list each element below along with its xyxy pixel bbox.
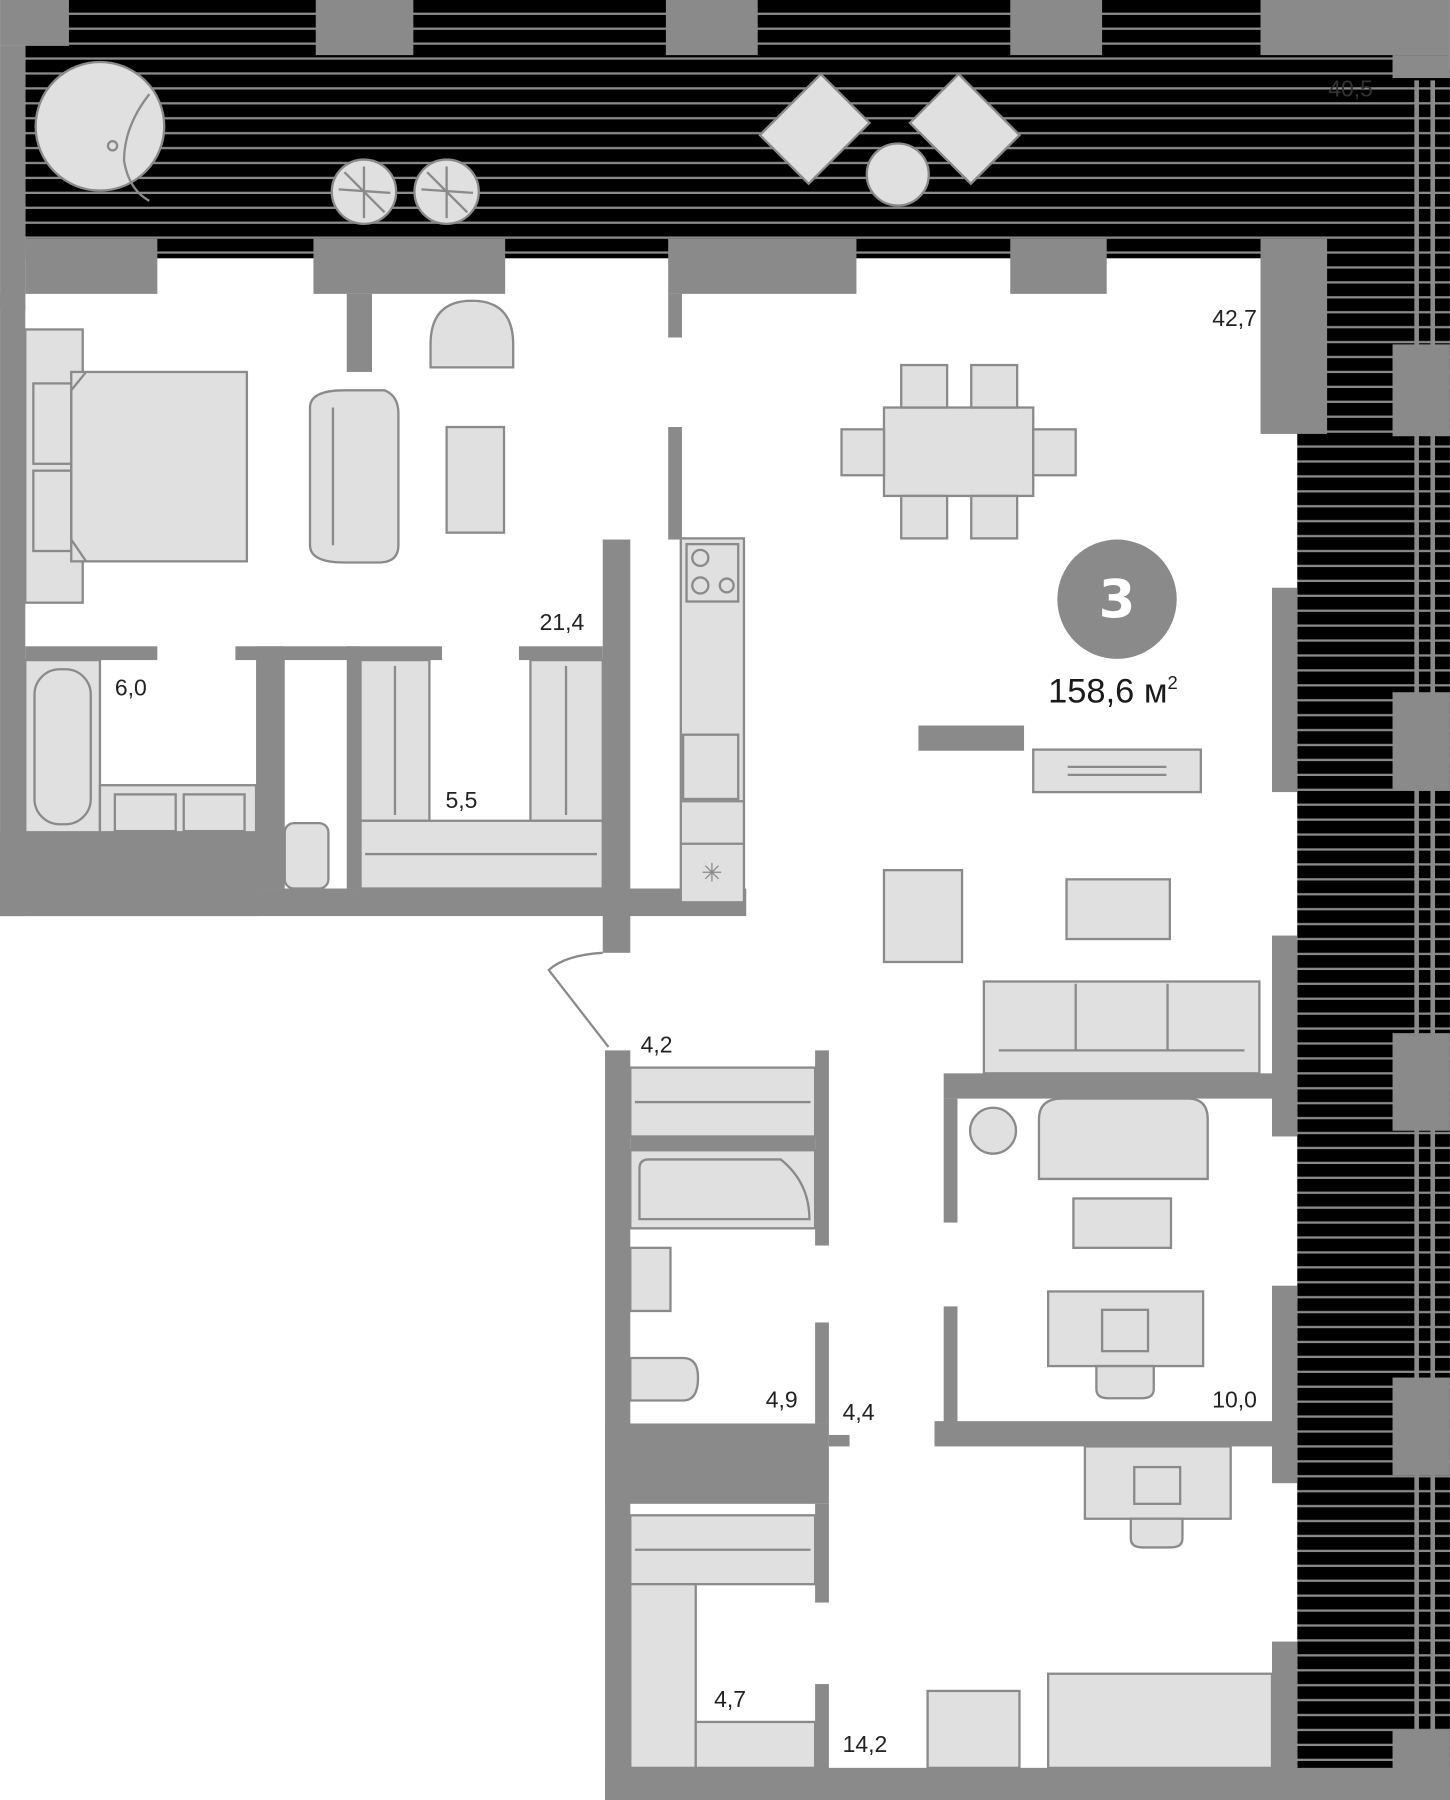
area-label-bathroom-master: 6,0 [115, 675, 147, 701]
area-label-wardrobe-hall: 4,2 [641, 1032, 673, 1058]
area-label-corridor: 4,4 [843, 1399, 875, 1425]
round-stool-icon [413, 158, 480, 225]
coffee-table-icon [1065, 878, 1171, 941]
armchair-icon [308, 389, 400, 564]
total-area-label: 158,6 м2 [1048, 672, 1178, 711]
area-label-wardrobe-master: 5,5 [445, 787, 477, 813]
bathtub-icon [24, 658, 102, 834]
round-stool-icon [330, 158, 398, 225]
toilet-icon [283, 821, 330, 890]
desk-icon [1047, 1290, 1205, 1368]
bathtub-icon [629, 1149, 817, 1230]
sink-icon [681, 733, 740, 801]
room-wardrobe-master: 5,5 [359, 658, 604, 890]
chair-icon [429, 299, 515, 369]
double-bed-icon [70, 370, 249, 563]
area-label-bathroom-2: 4,9 [766, 1386, 798, 1412]
armchair-icon [926, 1689, 1021, 1770]
room-bathroom-2: 4,9 [629, 1136, 817, 1412]
walls [0, 238, 1450, 1800]
sink-icon [629, 1246, 672, 1313]
sofa-icon [982, 980, 1261, 1075]
rooms-count-badge: 3 [1057, 539, 1177, 659]
area-label-wardrobe-2: 4,7 [714, 1686, 746, 1712]
area-label-study: 10,0 [1212, 1386, 1257, 1412]
area-label-balcony: 40,5 [1328, 75, 1373, 101]
sofa-icon [1037, 1097, 1209, 1181]
side-table-icon [445, 425, 506, 534]
tv-stand-icon [1032, 748, 1202, 794]
room-bedroom-2: 14,2 [843, 1445, 1274, 1770]
cooktop-icon [685, 542, 740, 603]
desk-icon [1083, 1445, 1232, 1520]
area-label-living: 42,7 [1212, 305, 1257, 331]
room-wardrobe-2: 4,7 [629, 1514, 817, 1770]
room-wardrobe-hall: 4,2 [629, 1032, 817, 1138]
toilet-icon [629, 1356, 700, 1402]
dining-table-icon [882, 406, 1035, 498]
room-bathroom-master: 6,0 [24, 658, 330, 890]
entrance-door-icon [547, 951, 610, 1048]
room-living-kitchen: 42,7 3 158,6 м2 [840, 305, 1261, 1075]
laptop-icon [1100, 1308, 1150, 1353]
hanging-chair-icon [34, 60, 166, 202]
area-label-bedroom-2: 14,2 [843, 1731, 888, 1757]
kitchen: ✳ [679, 537, 746, 904]
area-label-bedroom-master: 21,4 [540, 609, 585, 635]
svg-text:3: 3 [1099, 570, 1136, 631]
room-study: 10,0 [968, 1097, 1257, 1412]
bed-icon [1047, 1672, 1274, 1770]
armchair-icon [882, 869, 964, 964]
room-bedroom-master: 21,4 [24, 299, 585, 635]
dishwasher-icon: ✳ [701, 860, 722, 888]
laptop-icon [1133, 1465, 1182, 1505]
lounge-chair-icon [758, 72, 1022, 207]
